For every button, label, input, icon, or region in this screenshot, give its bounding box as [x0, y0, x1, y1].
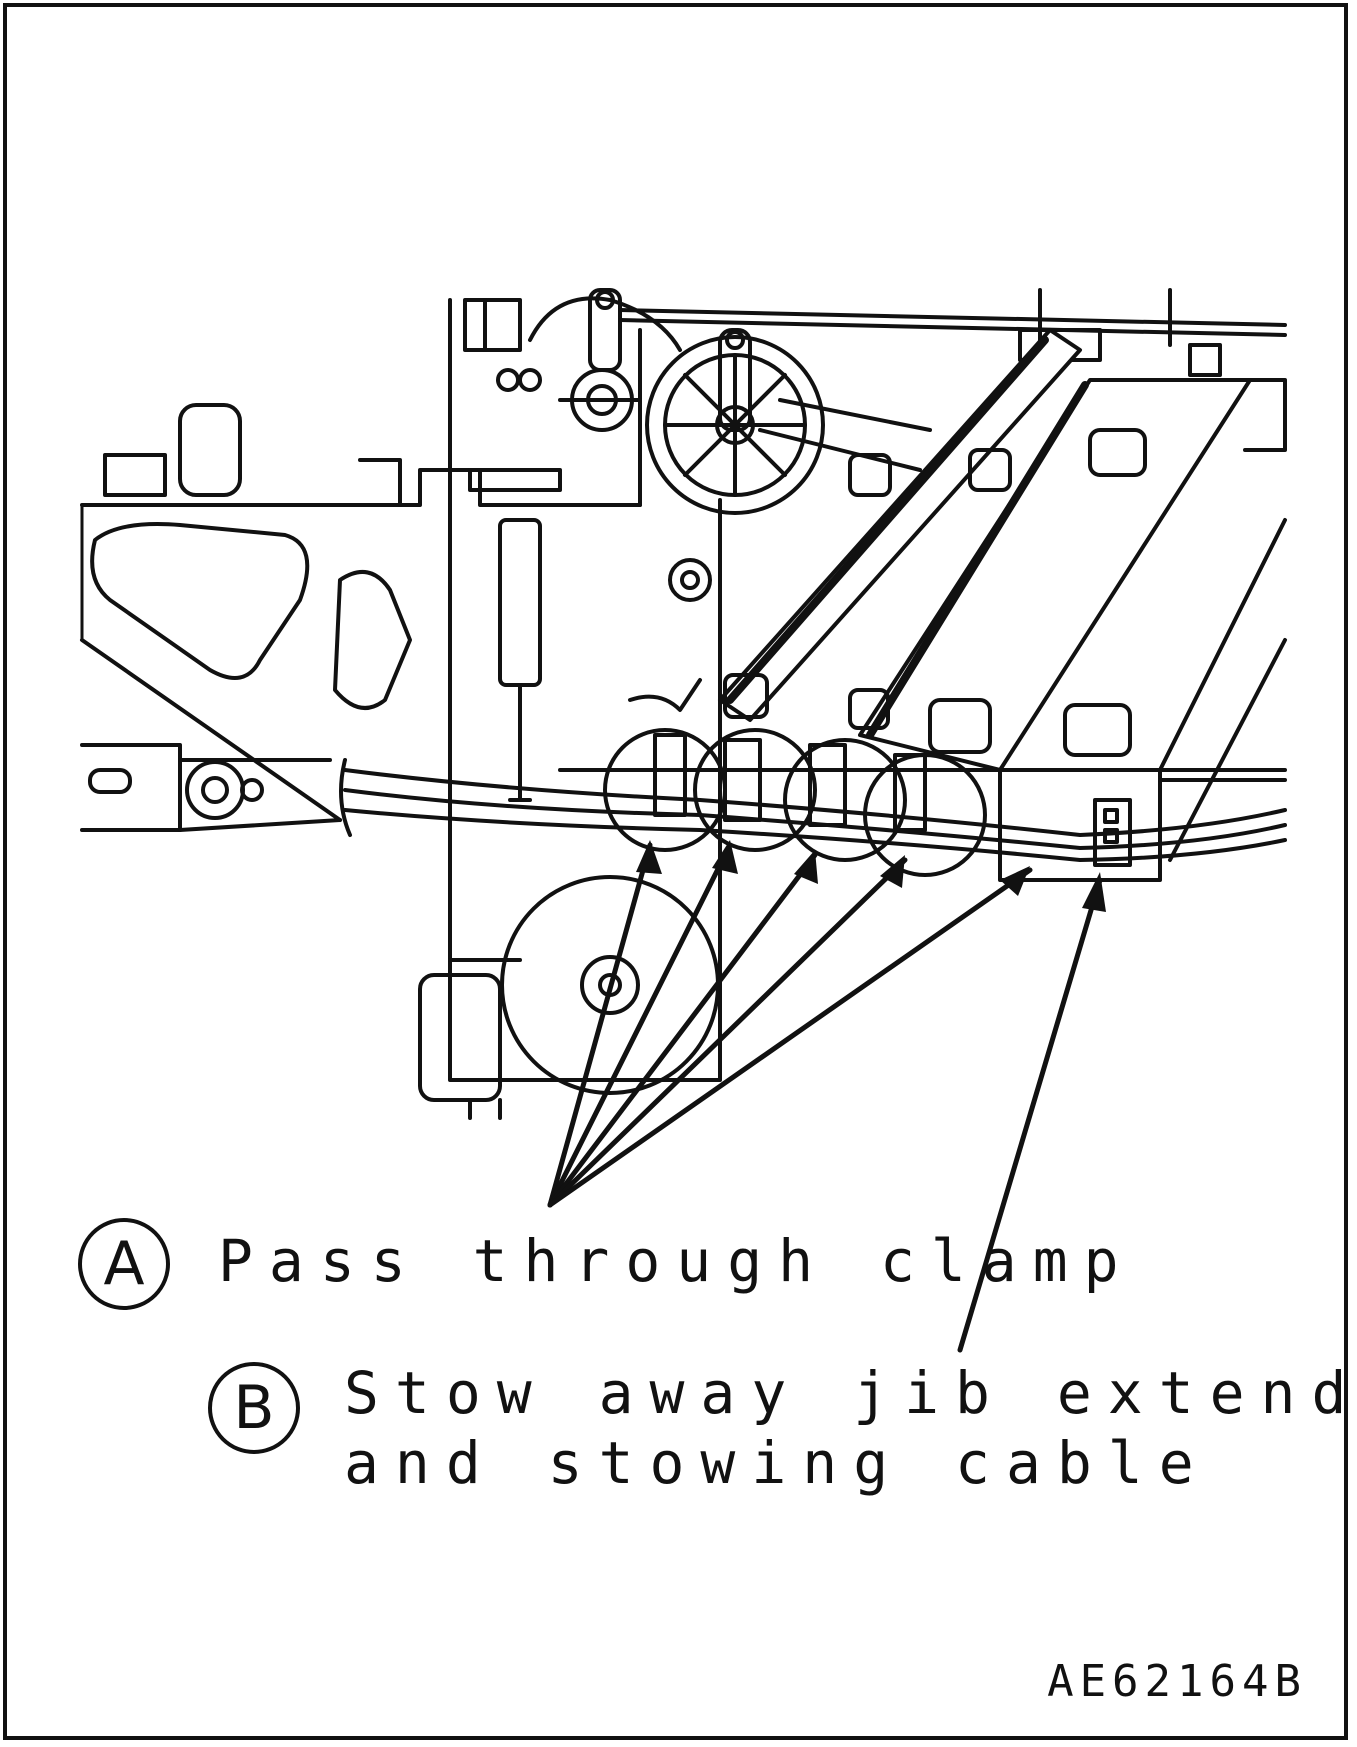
figure-frame — [3, 3, 1348, 1740]
turntable-mast — [448, 288, 722, 1082]
boom-sections — [718, 328, 1287, 882]
leader-line-b — [957, 877, 1103, 1353]
figure-code: AE62164B — [1047, 1656, 1307, 1707]
callout-b-line1: Stow away jib extending — [344, 1359, 1357, 1427]
callout-a-badge: A — [78, 1218, 170, 1310]
callout-b-badge: B — [208, 1362, 300, 1454]
top-rails — [618, 288, 1287, 452]
leader-lines-a — [547, 842, 1033, 1208]
cable-bundle — [339, 758, 1287, 862]
callout-b-line2: and stowing cable — [344, 1429, 1210, 1497]
callout-b: B Stow away jib extending and stowing ca… — [208, 1359, 1357, 1498]
clamp-details — [603, 728, 1132, 877]
callout-a-text: Pass through clamp — [218, 1227, 1135, 1295]
hoist-sheave — [645, 328, 932, 515]
callout-b-text: Stow away jib extending and stowing cabl… — [344, 1358, 1357, 1498]
callout-a: A Pass through clamp — [78, 1218, 1135, 1310]
carrier-frame — [80, 403, 642, 832]
